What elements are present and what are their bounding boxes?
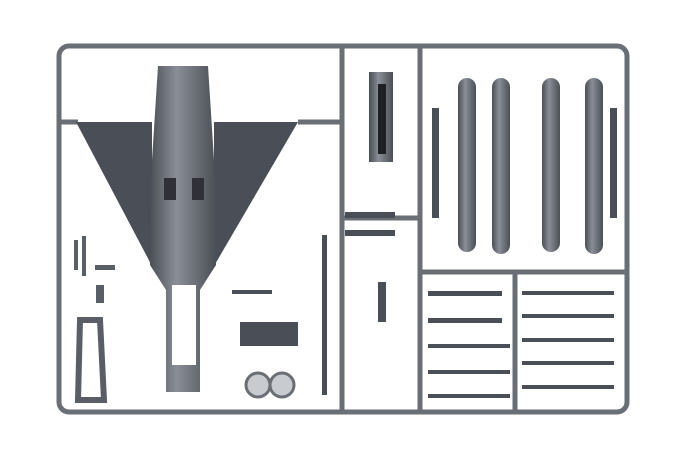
aircraft-wings (76, 122, 298, 266)
missile (522, 291, 614, 295)
missile (522, 314, 614, 318)
fuel-tank (585, 78, 603, 254)
fuel-tanks (458, 78, 603, 254)
missile (428, 370, 510, 374)
fuselage-opening (172, 285, 196, 365)
small-parts-left (74, 236, 115, 403)
missile (428, 291, 502, 296)
intake-left (164, 178, 176, 200)
missile (522, 361, 614, 365)
intake-right (192, 178, 204, 200)
aircraft-fuselage (150, 66, 216, 392)
fuel-tank (458, 78, 476, 252)
missile (428, 318, 502, 323)
fuel-tank (492, 78, 510, 254)
small-parts-center (232, 290, 298, 399)
missile (428, 344, 510, 348)
missile (428, 394, 510, 398)
fuel-tank (542, 78, 560, 252)
small-parts-column (322, 72, 617, 395)
missile (522, 338, 614, 342)
missiles (428, 291, 614, 398)
missile (522, 385, 614, 389)
